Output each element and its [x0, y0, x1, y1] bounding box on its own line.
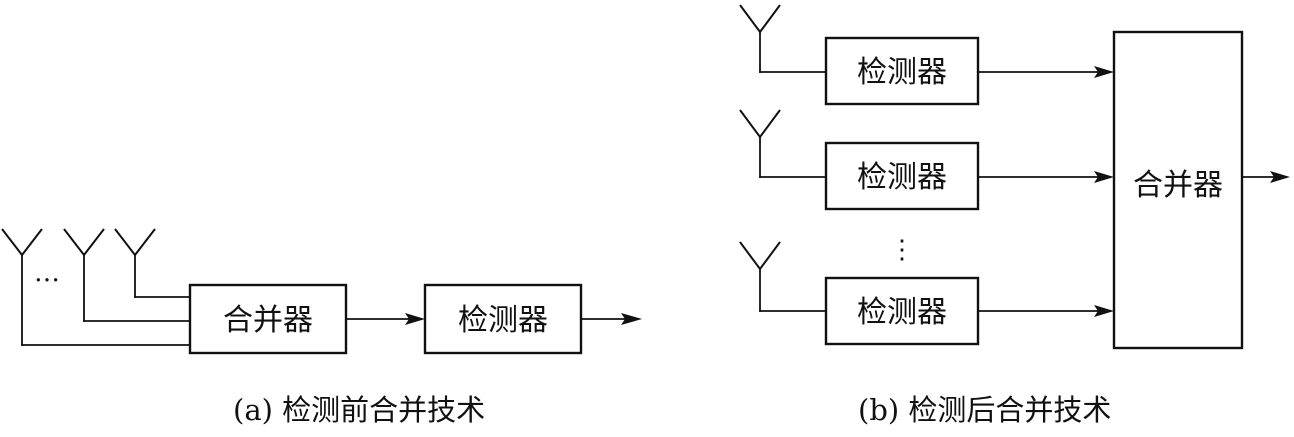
antenna-a1 — [1, 228, 191, 346]
combiner-label-b: 合并器 — [1133, 168, 1223, 203]
detector-label-b3: 检测器 — [857, 295, 947, 330]
detector-box-a: 检测器 — [423, 283, 583, 355]
panel-a: … 合并器 检测器 (a) 检测前合并技术 — [1, 228, 642, 427]
antenna-ellipsis: … — [34, 258, 60, 288]
branch-b3: 检测器 — [739, 241, 1114, 346]
panel-b: 检测器 检测器 ⋮ 检测器 合并器 — [739, 4, 1290, 427]
detector-label-b2: 检测器 — [857, 160, 947, 195]
branch-vertical-ellipsis: ⋮ — [889, 235, 915, 265]
arrow-combiner-to-detector — [345, 313, 425, 325]
antenna-a2 — [63, 228, 191, 322]
output-arrow-b — [1241, 171, 1290, 183]
caption-a: (a) 检测前合并技术 — [233, 393, 485, 427]
output-arrow-a — [580, 313, 642, 325]
branch-b1: 检测器 — [739, 4, 1114, 106]
detector-label-a: 检测器 — [458, 303, 548, 338]
detector-box-b1 — [824, 36, 980, 106]
combiner-label-a: 合并器 — [223, 303, 313, 338]
detector-box-b2 — [824, 141, 980, 211]
branch-b2: 检测器 — [739, 109, 1114, 211]
combiner-box-a: 合并器 — [188, 283, 348, 355]
detector-label-b1: 检测器 — [857, 55, 947, 90]
caption-b: (b) 检测后合并技术 — [858, 393, 1111, 427]
combiner-box-b: 合并器 — [1112, 30, 1244, 350]
antenna-a3 — [114, 228, 191, 298]
